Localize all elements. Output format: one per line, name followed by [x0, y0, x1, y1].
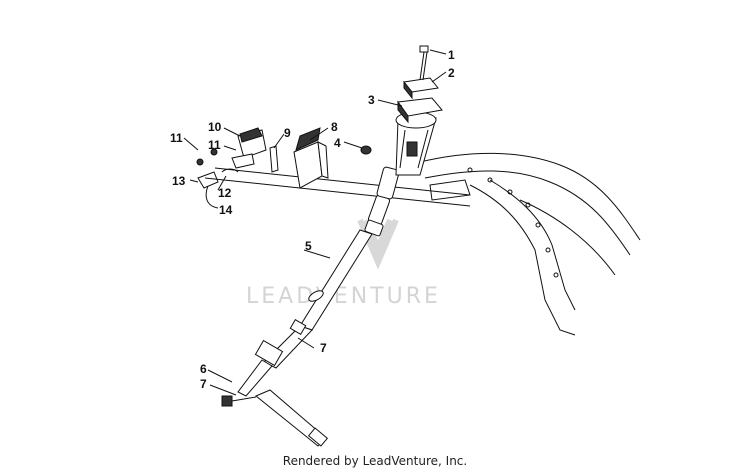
link-13-14: [196, 148, 219, 189]
callout-4: 4: [334, 136, 341, 150]
callout-8: 8: [331, 120, 338, 134]
watermark-text: LEADVENTURE: [246, 284, 441, 309]
callout-5: 5: [305, 239, 312, 253]
clamp-block-top: [403, 77, 439, 100]
callout-10: 10: [208, 120, 222, 134]
callout-12: 12: [218, 186, 232, 200]
steering-shaft: [237, 229, 373, 397]
tie-rod: [221, 389, 329, 447]
bolt: [419, 45, 429, 81]
callout-2: 2: [448, 66, 455, 80]
leader-lines: [183, 49, 447, 396]
bracket-8: [293, 127, 329, 189]
vehicle-frame: [419, 152, 641, 336]
callout-3: 3: [368, 93, 375, 107]
callouts: 1 2 3 4 5 6 7 7 8 9 10 11 11 12 13 14: [170, 48, 455, 391]
clip-12: [221, 168, 239, 173]
callout-1: 1: [448, 48, 455, 62]
footer-credit: Rendered by LeadVenture, Inc.: [283, 454, 467, 468]
nut: [360, 145, 372, 155]
clamp-block-lower: [397, 97, 443, 124]
callout-9: 9: [284, 126, 291, 140]
bracket-10: [231, 127, 267, 169]
callout-14: 14: [219, 203, 233, 217]
callout-11-left: 11: [170, 131, 183, 145]
plate-9: [269, 145, 279, 173]
callout-7-upper: 7: [320, 341, 327, 355]
callout-7-lower: 7: [200, 377, 207, 391]
callout-6: 6: [200, 362, 207, 376]
callout-11-right: 11: [208, 138, 221, 152]
column-housing: [395, 111, 437, 176]
universal-joint: [364, 166, 400, 237]
callout-13: 13: [172, 174, 186, 188]
alignment-lines: [204, 167, 471, 207]
